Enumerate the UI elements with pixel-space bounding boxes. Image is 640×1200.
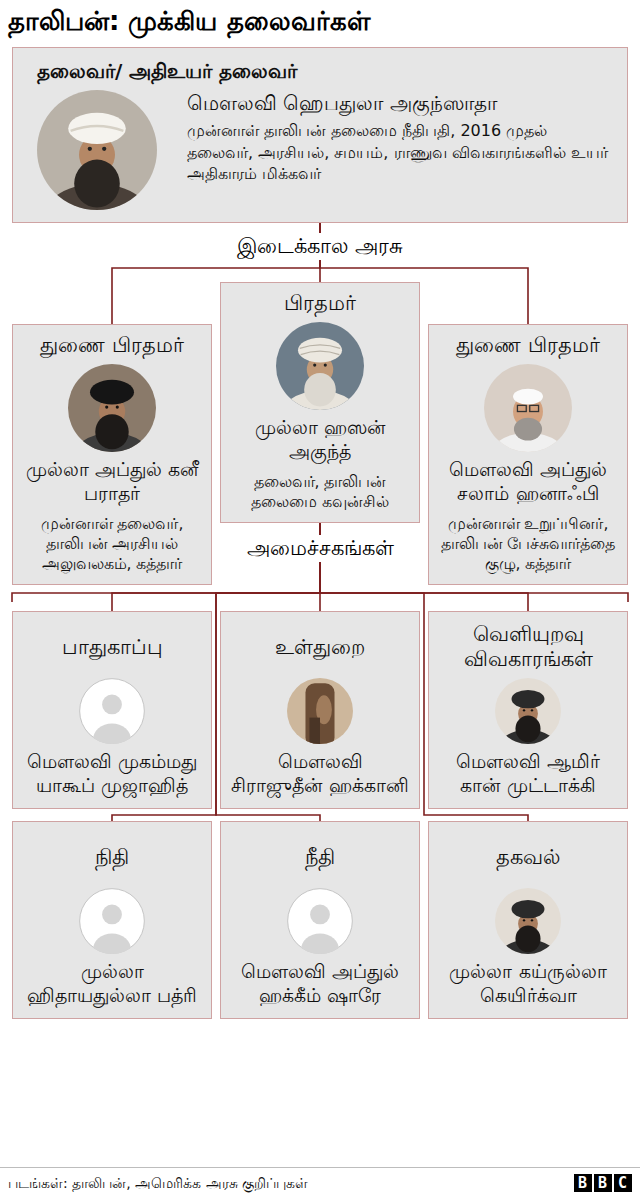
portrait-photo — [79, 678, 145, 744]
person-name: முல்லா அப்துல் கனீ பராதர் — [21, 458, 203, 506]
leader-text-column: மௌலவி ஹெபதுலா அகுந்ஸாதா முன்னாள் தாலிபன் … — [187, 90, 613, 185]
position-box: துணை பிரதமர் முல்லா அப்துல் கனீ பராதர் முன… — [12, 324, 212, 585]
position-heading: நீதி — [229, 832, 411, 882]
portrait-photo — [37, 90, 157, 210]
portrait-photo — [495, 888, 561, 954]
position-box: துணை பிரதமர் மௌலவி அப்துல் சலாம் ஹனாஃபி மு… — [428, 324, 628, 585]
person-name: முல்லா கய்ருல்லா கெயிர்க்வா — [437, 960, 619, 1008]
person-name: முல்லா ஹஸன் அகுந்த் — [229, 416, 411, 464]
portrait-photo — [484, 364, 572, 452]
position-heading: துணை பிரதமர் — [21, 333, 203, 358]
position-heading: உள்துறை — [229, 622, 411, 672]
ministry-box: தகவல் முல்லா கய்ருல்லா கெயிர்க்வா — [428, 821, 628, 1019]
person-name: மௌலவி அப்துல் ஹக்கீம் ஷாரே — [229, 960, 411, 1008]
ministry-box: நீதி மௌலவி அப்துல் ஹக்கீம் ஷாரே — [220, 821, 420, 1019]
portrait-photo — [287, 888, 353, 954]
position-box: பிரதமர் முல்லா ஹஸன் அகுந்த் தலைவர், தாலிபன… — [220, 282, 420, 523]
portrait-photo — [287, 678, 353, 744]
person-name: மௌலவி சிராஜுதீன் ஹக்கானி — [229, 750, 411, 798]
person-name: மௌலவி முகம்மது யாகூப் முஜாஹித் — [21, 750, 203, 798]
person-name: மௌலவி அப்துல் சலாம் ஹனாஃபி — [437, 458, 619, 506]
source-caption: படங்கள்: தாலிபன், அமெரிக்க அரசு குறிப்பு… — [8, 1173, 308, 1193]
position-heading: பிரதமர் — [229, 291, 411, 316]
portrait-photo — [79, 888, 145, 954]
leader-row: மௌலவி ஹெபதுலா அகுந்ஸாதா முன்னாள் தாலிபன் … — [37, 90, 613, 210]
position-heading: தலைவர்/ அதிஉயர் தலைவர் — [37, 58, 613, 84]
chart-title: தாலிபன்: முக்கிய தலைவர்கள் — [8, 4, 370, 39]
portrait-photo — [495, 678, 561, 744]
bbc-logo: BBC — [578, 1174, 638, 1192]
ministry-box: பாதுகாப்பு மௌலவி முகம்மது யாகூப் முஜாஹித் — [12, 611, 212, 809]
group-label: இடைக்கால அரசு — [231, 233, 409, 260]
ministry-box: வெளியுறவு விவகாரங்கள் மௌலவி ஆமிர் கான் மு… — [428, 611, 628, 809]
person-description: முன்னாள் தாலிபன் தலைமை நீதிபதி, 2016 முத… — [187, 120, 613, 185]
person-description: முன்னாள் தலைவர், தாலிபன் அரசியல் அலுவலகம… — [21, 514, 203, 574]
position-heading: தகவல் — [437, 832, 619, 882]
leader-box: தலைவர்/ அதிஉயர் தலைவர் மௌலவி ஹெபதுலா அகுந… — [12, 47, 628, 223]
ministry-box: நிதி முல்லா ஹிதாயதுல்லா பத்ரி — [12, 821, 212, 1019]
group-label: அமைச்சகங்கள் — [241, 535, 400, 562]
person-name: மௌலவி ஹெபதுலா அகுந்ஸாதா — [187, 90, 613, 116]
person-name: மௌலவி ஆமிர் கான் முட்டாக்கி — [437, 750, 619, 798]
position-heading: பாதுகாப்பு — [21, 622, 203, 672]
position-heading: நிதி — [21, 832, 203, 882]
person-description: முன்னாள் உறுப்பினர், தாலிபன் பேச்சுவார்த… — [437, 514, 619, 574]
person-name: முல்லா ஹிதாயதுல்லா பத்ரி — [21, 960, 203, 1008]
position-heading: வெளியுறவு விவகாரங்கள் — [437, 622, 619, 672]
footer-rule — [0, 1167, 640, 1168]
portrait-photo — [68, 364, 156, 452]
portrait-photo — [276, 322, 364, 410]
ministry-box: உள்துறை மௌலவி சிராஜுதீன் ஹக்கானி — [220, 611, 420, 809]
position-heading: துணை பிரதமர் — [437, 333, 619, 358]
person-description: தலைவர், தாலிபன் தலைமை கவுன்சில் — [229, 472, 411, 512]
